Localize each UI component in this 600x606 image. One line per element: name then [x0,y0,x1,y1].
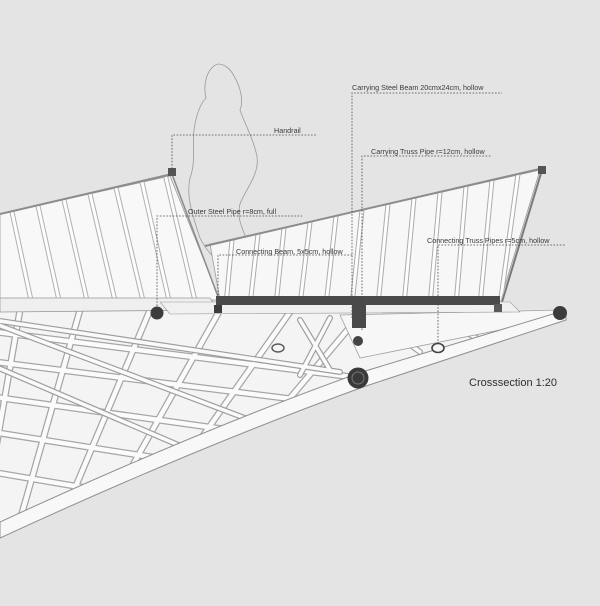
connecting-beam-section [214,305,222,313]
carrying-truss-pipe-section [347,367,369,389]
truss-pipe-opening [271,343,285,353]
carrying-truss-pipe-inner [351,371,365,385]
leader-lines [156,92,566,344]
beam-vertical-post [352,302,366,328]
person-silhouette [188,63,258,263]
right-handrail-panel [204,166,546,303]
connecting-beam-label: Connecting Beam, 5x5cm, hollow [236,247,343,256]
left-handrail-panel [0,173,221,313]
carrying-truss-pipe-label: Carrying Truss Pipe r=12cm, hollow [371,147,485,156]
handrail-label: Handrail [274,126,301,135]
outer-steel-pipe-section [150,306,164,320]
beam-end-block [494,304,502,312]
carrying-truss-pipe-arch [0,309,567,539]
truss-pipe-node-small [353,336,363,346]
carrying-steel-beam-label: Carrying Steel Beam 20cmx24cm, hollow [352,83,484,92]
connecting-truss-pipes-label: Connecting Truss Pipes r=5cm, hollow [427,236,550,245]
outer-steel-pipe-label: Outer Steel Pipe r=8cm, full [188,207,277,216]
connecting-truss-pipe-section [431,342,445,354]
diagram-title: Crosssection 1:20 [469,377,558,389]
carrying-steel-beam [216,296,500,305]
right-end-node [553,306,567,320]
